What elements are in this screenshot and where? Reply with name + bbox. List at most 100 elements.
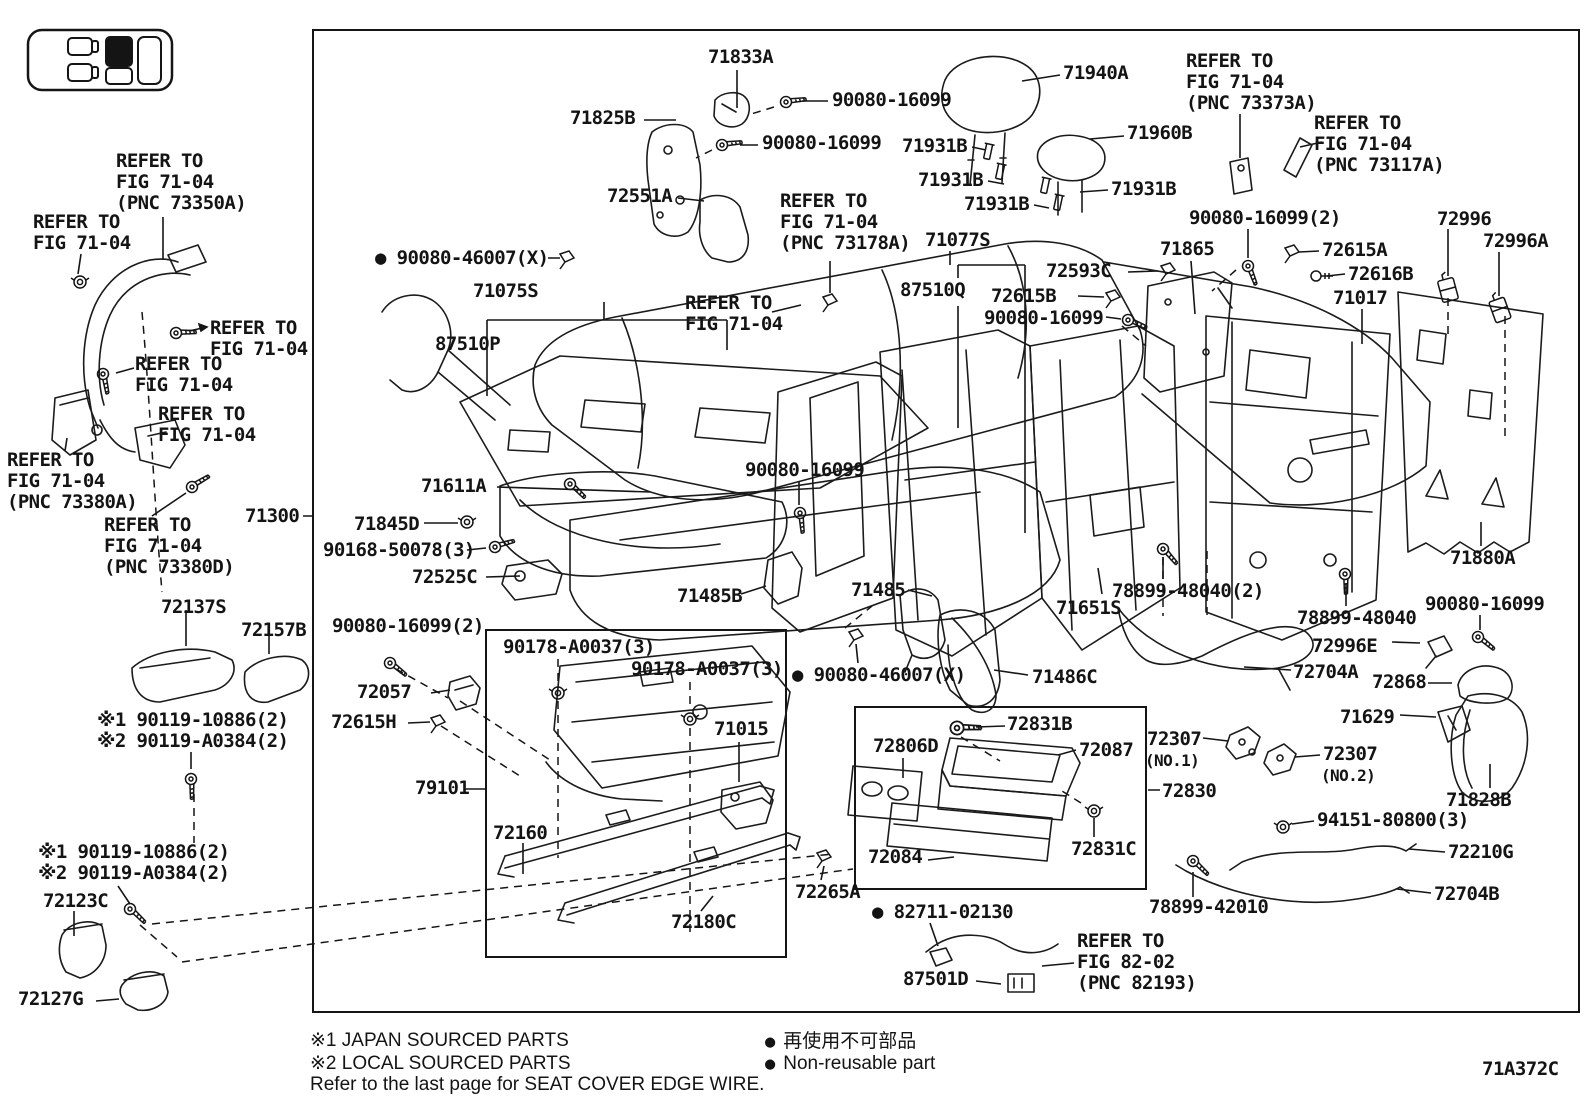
label-71017: 71017 xyxy=(1333,287,1388,309)
headrest-71940A-drawing xyxy=(941,55,1041,186)
label-72806D: 72806D xyxy=(873,735,939,757)
label-90080-16099-2-a: 90080-16099(2) xyxy=(1189,207,1341,229)
87501D-harness-drawing xyxy=(925,934,1059,993)
label-78899-48040-2: 78899-48040(2) xyxy=(1112,580,1264,602)
label-78899-48040: 78899-48040 xyxy=(1297,607,1417,629)
label-72704A: 72704A xyxy=(1293,661,1359,683)
72127G-drawing xyxy=(119,971,169,1012)
label-71865: 71865 xyxy=(1160,238,1215,260)
label-90080-16099-c: 90080-16099 xyxy=(984,307,1104,329)
71486C-cable xyxy=(947,617,997,714)
label-72996E: 72996E xyxy=(1312,635,1378,657)
71825B-holes xyxy=(656,145,685,219)
label-72593C: 72593C xyxy=(1046,260,1112,282)
seat-adjuster-sub-box xyxy=(485,629,787,958)
87510P-drawing xyxy=(459,355,929,507)
71833A-drawing xyxy=(713,91,751,128)
72704A-drawing xyxy=(1117,607,1314,691)
fasteners xyxy=(70,90,1513,926)
label-87510Q: 87510Q xyxy=(900,279,966,301)
label-72084: 72084 xyxy=(868,846,923,868)
label-72615A: 72615A xyxy=(1322,239,1388,261)
label-71486C: 71486C xyxy=(1032,666,1098,688)
72157B-drawing xyxy=(243,655,310,703)
label-90119-block1: ※1 90119-10886(2)※2 90119-A0384(2) xyxy=(97,709,289,752)
center-belt-drawing xyxy=(381,294,511,421)
label-72868: 72868 xyxy=(1372,671,1427,693)
label-87510P: 87510P xyxy=(435,333,501,355)
label-90080-46007-b: ● 90080-46007(X) xyxy=(792,664,966,686)
headrest-71960B-drawing xyxy=(1036,134,1106,216)
label-94151-80800-3: 94151-80800(3) xyxy=(1317,809,1469,831)
label-90178-A0037-3-a: 90178-A0037(3) xyxy=(503,636,655,658)
label-72307-no1: 72307 xyxy=(1147,728,1202,750)
legend-nonreusable-jp: ●再使用不可部品 xyxy=(765,1031,917,1052)
label-78899-42010: 78899-42010 xyxy=(1149,896,1269,918)
label-90080-46007-a: ● 90080-46007(X) xyxy=(375,247,549,269)
label-71825B: 71825B xyxy=(570,107,636,129)
label-72160: 72160 xyxy=(493,822,548,844)
label-71300: 71300 xyxy=(245,505,300,527)
label-72307-no2: 72307 xyxy=(1323,743,1378,765)
bullet-icon: ● xyxy=(765,1054,776,1074)
label-71651S: 71651S xyxy=(1056,597,1122,619)
72704B-cable xyxy=(1175,864,1410,904)
label-72551A: 72551A xyxy=(607,185,673,207)
72307-hinges xyxy=(1225,726,1297,776)
label-71931B-4: 71931B xyxy=(1111,178,1177,200)
71017-frame-drawing xyxy=(1205,315,1391,641)
seat-rails-drawing xyxy=(497,785,801,924)
label-72157B: 72157B xyxy=(241,619,307,641)
label-72265A: 72265A xyxy=(795,881,861,903)
label-72127G: 72127G xyxy=(18,988,84,1010)
label-72704B: 72704B xyxy=(1434,883,1500,905)
dashed-lines xyxy=(139,106,1506,963)
71486C-drawing xyxy=(937,609,1001,707)
label-72137S: 72137S xyxy=(161,596,227,618)
72137S-drawing xyxy=(131,648,235,703)
label-90080-16099-d: 90080-16099 xyxy=(745,459,865,481)
label-72616B: 72616B xyxy=(1348,263,1414,285)
label-72087: 72087 xyxy=(1079,739,1134,761)
71611A-drawing xyxy=(499,471,788,577)
label-72180C: 72180C xyxy=(671,911,737,933)
label-71880A: 71880A xyxy=(1450,547,1516,569)
87510Q-drawing xyxy=(771,361,903,633)
label-72996: 72996 xyxy=(1437,208,1492,230)
label-71611A: 71611A xyxy=(421,475,487,497)
label-71931B-1: 71931B xyxy=(902,135,968,157)
refer-73117A-strip xyxy=(1283,137,1313,178)
label-72996A: 72996A xyxy=(1483,230,1549,252)
label-90080-16099-2-b: 90080-16099(2) xyxy=(332,615,484,637)
label-71077S: 71077S xyxy=(925,229,991,251)
armrest-sub-box xyxy=(854,706,1147,890)
label-72525C: 72525C xyxy=(412,566,478,588)
label-71629: 71629 xyxy=(1340,706,1395,728)
label-90119-block2: ※1 90119-10886(2)※2 90119-A0384(2) xyxy=(38,841,230,884)
label-72615B: 72615B xyxy=(991,285,1057,307)
refer-73373A-plate xyxy=(1229,157,1253,195)
72123C-drawing xyxy=(58,921,107,979)
legend-note-edge-wire: Refer to the last page for SEAT COVER ED… xyxy=(310,1074,765,1095)
label-72307-no2-sub: (NO.2) xyxy=(1321,766,1376,785)
label-71833A: 71833A xyxy=(708,46,774,68)
label-71828B: 71828B xyxy=(1446,789,1512,811)
legend-note-japan: ※1 JAPAN SOURCED PARTS xyxy=(310,1030,569,1051)
71485-drawing xyxy=(899,588,946,673)
bullet-icon: ● xyxy=(765,1032,776,1052)
label-71485B: 71485B xyxy=(677,585,743,607)
label-71845D: 71845D xyxy=(354,513,420,535)
label-71015: 71015 xyxy=(714,718,769,740)
label-71940A: 71940A xyxy=(1063,62,1129,84)
armrest-drawing xyxy=(847,737,1081,862)
label-90080-16099-a: 90080-16099 xyxy=(832,89,952,111)
